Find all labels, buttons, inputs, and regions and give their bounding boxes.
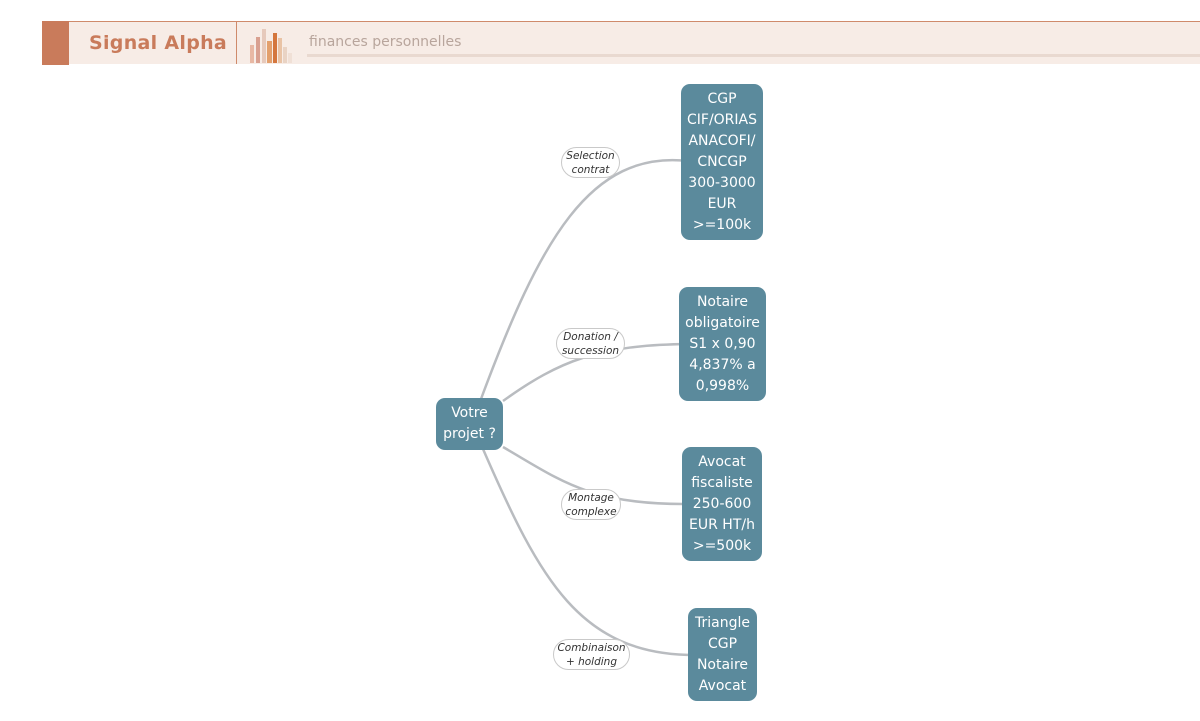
node-line: obligatoire xyxy=(685,314,760,331)
node-line: Notaire xyxy=(696,656,749,673)
root-line: projet ? xyxy=(443,426,496,442)
header-divider xyxy=(236,22,237,64)
header-bar: Signal Alpha finances personnelles xyxy=(42,21,1200,65)
node-triangle[interactable]: Triangle CGP Notaire Avocat xyxy=(688,608,757,701)
node-line: S1 x 0,90 xyxy=(689,335,756,352)
node-line: ANACOFI/ xyxy=(688,132,756,149)
node-notaire[interactable]: Notaire obligatoire S1 x 0,90 4,837% a 0… xyxy=(679,287,766,401)
node-line: >=500k xyxy=(692,537,752,554)
node-line: 250-600 xyxy=(692,495,752,512)
edge-montage-complexe xyxy=(502,445,689,506)
edge-label-montage-complexe: Montage complexe xyxy=(561,489,621,520)
node-line: CGP xyxy=(707,635,738,652)
node-line: >=100k xyxy=(692,216,752,233)
root-node-votre-projet[interactable]: Votre projet ? xyxy=(436,398,503,450)
node-line: Notaire xyxy=(696,293,749,310)
edge-label-selection-contrat: Selection contrat xyxy=(561,147,620,178)
edge-label-combinaison-holding: Combinaison + holding xyxy=(553,639,630,670)
node-line: 300-3000 xyxy=(688,174,756,191)
subtitle-underline xyxy=(307,54,1200,57)
header-accent-block xyxy=(42,21,69,65)
header-subtitle: finances personnelles xyxy=(309,34,462,50)
node-line: Avocat xyxy=(698,453,746,470)
node-line: CNCGP xyxy=(697,153,747,170)
node-line: Triangle xyxy=(695,614,750,631)
node-line: 4,837% a xyxy=(689,356,756,373)
node-line: fiscaliste xyxy=(691,474,753,491)
node-line: EUR HT/h xyxy=(689,516,755,533)
node-line: CGP xyxy=(707,90,737,107)
root-line: Votre xyxy=(451,405,488,421)
bar-chart-logo-icon xyxy=(250,29,292,63)
node-cgp[interactable]: CGP CIF/ORIAS ANACOFI/ CNCGP 300-3000 EU… xyxy=(681,84,763,240)
node-line: Avocat xyxy=(698,677,747,694)
edge-label-donation-succession: Donation / succession xyxy=(556,328,625,359)
node-line: CIF/ORIAS xyxy=(686,111,757,128)
node-line: 0,998% xyxy=(695,377,750,394)
node-line: EUR xyxy=(707,195,737,212)
edge-combinaison-holding xyxy=(481,448,696,657)
brand-title[interactable]: Signal Alpha xyxy=(89,32,228,54)
node-avocat[interactable]: Avocat fiscaliste 250-600 EUR HT/h >=500… xyxy=(682,447,762,561)
edge-selection-contrat xyxy=(479,158,689,400)
